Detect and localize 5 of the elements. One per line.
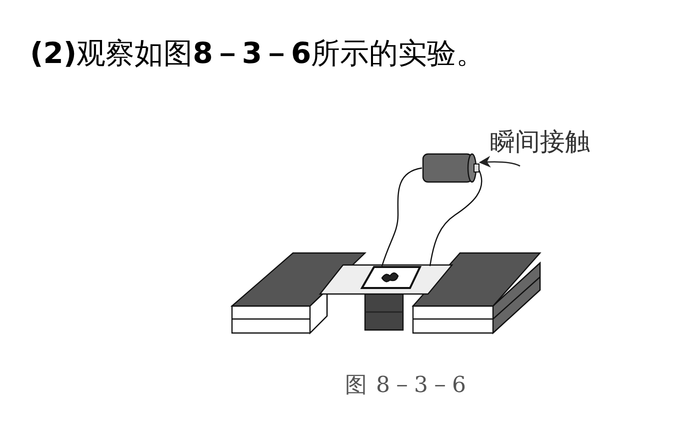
annotation-text: 瞬间接触 <box>490 125 590 158</box>
battery-drawing <box>422 153 480 183</box>
figure-caption: 图 8－3－6 <box>345 372 467 400</box>
question-heading: (2)观察如图8－3－6所示的实验。 <box>30 35 486 72</box>
curved-arrow <box>478 156 520 168</box>
